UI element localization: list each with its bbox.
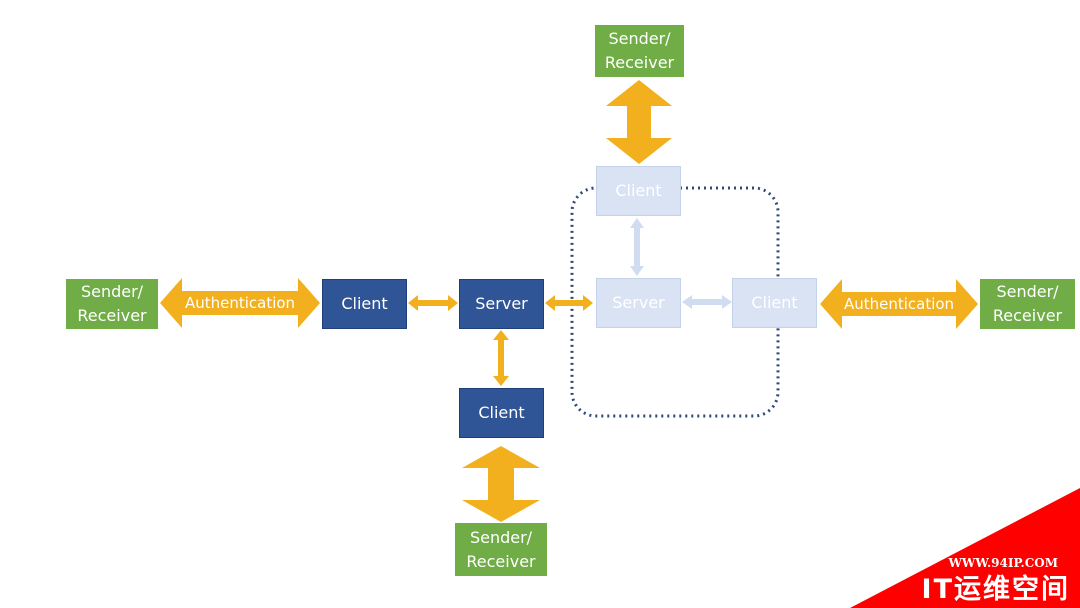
bottom-sender-arrow [462, 446, 540, 522]
sender-receiver-left: Sender/Receiver [66, 279, 158, 329]
client-server-arrow [408, 295, 458, 311]
client-left: Client [322, 279, 407, 329]
node-label: Client [341, 294, 388, 313]
node-line: Receiver [466, 551, 536, 571]
top-sender-arrow [606, 80, 672, 164]
client-bottom: Client [459, 388, 544, 438]
node-label: Server [475, 294, 528, 313]
node-label: Client [478, 403, 525, 422]
client-top: Client [596, 166, 681, 216]
auth-right-label: Authentication [844, 295, 954, 313]
node-line: Receiver [992, 306, 1063, 325]
node-line: Receiver [77, 306, 147, 325]
server-center: Server [459, 279, 544, 329]
auth-left-arrow [160, 278, 320, 328]
node-label: Client [615, 181, 662, 200]
node-line: Sender/ [608, 29, 671, 48]
node-line: Receiver [604, 53, 675, 72]
server-group-arrow [545, 295, 593, 311]
node-label: Client [751, 293, 798, 312]
node-line: Sender/ [469, 527, 533, 547]
server-group: Server [596, 278, 681, 328]
sender-receiver-top: Sender/Receiver [595, 25, 684, 77]
server-client-bottom-arrow [493, 330, 509, 386]
watermark-url: WWW.94IP.COM [948, 556, 1058, 570]
sender-receiver-right: Sender/Receiver [980, 279, 1075, 329]
pale-horizontal-arrow [682, 295, 732, 309]
node-line: Sender/ [996, 282, 1059, 301]
watermark-brand: IT运维空间 [921, 574, 1070, 605]
pale-vertical-arrow [630, 218, 644, 276]
auth-right-arrow [820, 279, 978, 329]
node-line: Sender/ [80, 282, 144, 301]
auth-left-label: Authentication [185, 294, 295, 312]
client-right: Client [732, 278, 817, 328]
corner-ribbon-logo [850, 488, 1080, 608]
node-label: Server [612, 293, 665, 312]
sender-receiver-bottom: Sender/Receiver [455, 523, 547, 576]
